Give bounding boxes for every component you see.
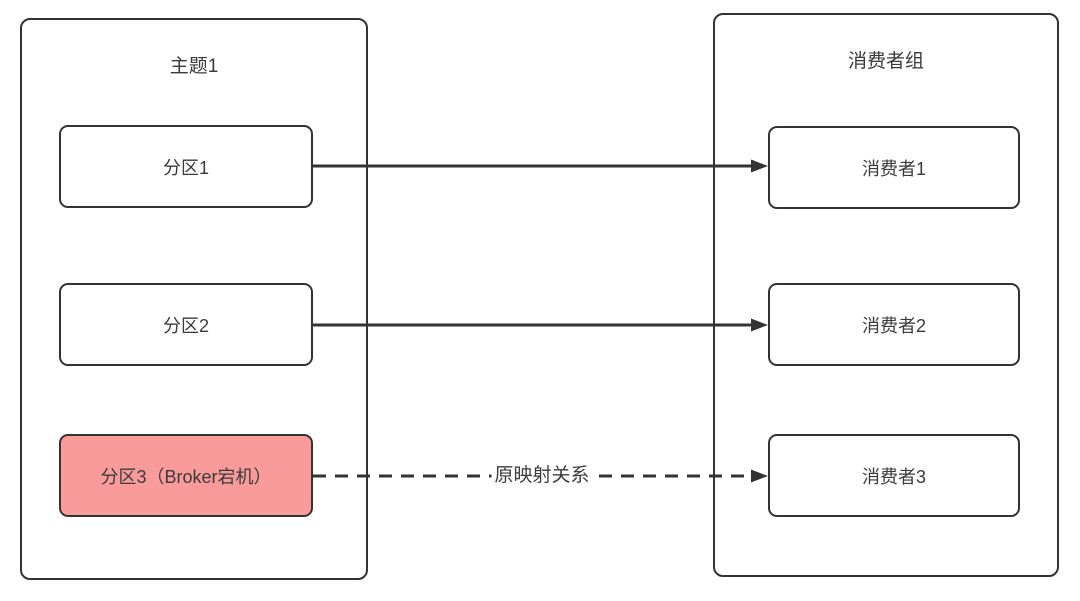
consumer2-box: 消费者2: [768, 283, 1020, 366]
consumer3-label: 消费者3: [861, 466, 926, 487]
arrow-partition2-consumer2-head: [751, 318, 768, 332]
partition3-broker-down-box: 分区3（Broker宕机）: [59, 434, 313, 517]
consumer1-box: 消费者1: [768, 126, 1020, 209]
consumer1-label: 消费者1: [861, 158, 926, 179]
original-mapping-label: 原映射关系: [491, 463, 593, 489]
arrow-partition1-consumer1-head: [751, 159, 768, 173]
consumer2-label: 消费者2: [861, 315, 926, 336]
topic-title: 主题1: [169, 56, 219, 77]
consumer3-box: 消费者3: [768, 434, 1020, 517]
partition1-box: 分区1: [59, 125, 313, 208]
arrow-partition3-consumer3-head: [751, 469, 768, 483]
partition3-label: 分区3（Broker宕机）: [100, 466, 272, 487]
partition1-label: 分区1: [162, 157, 209, 178]
partition2-label: 分区2: [162, 315, 209, 336]
partition2-box: 分区2: [59, 283, 313, 366]
consumer-group-title: 消费者组: [847, 51, 924, 72]
